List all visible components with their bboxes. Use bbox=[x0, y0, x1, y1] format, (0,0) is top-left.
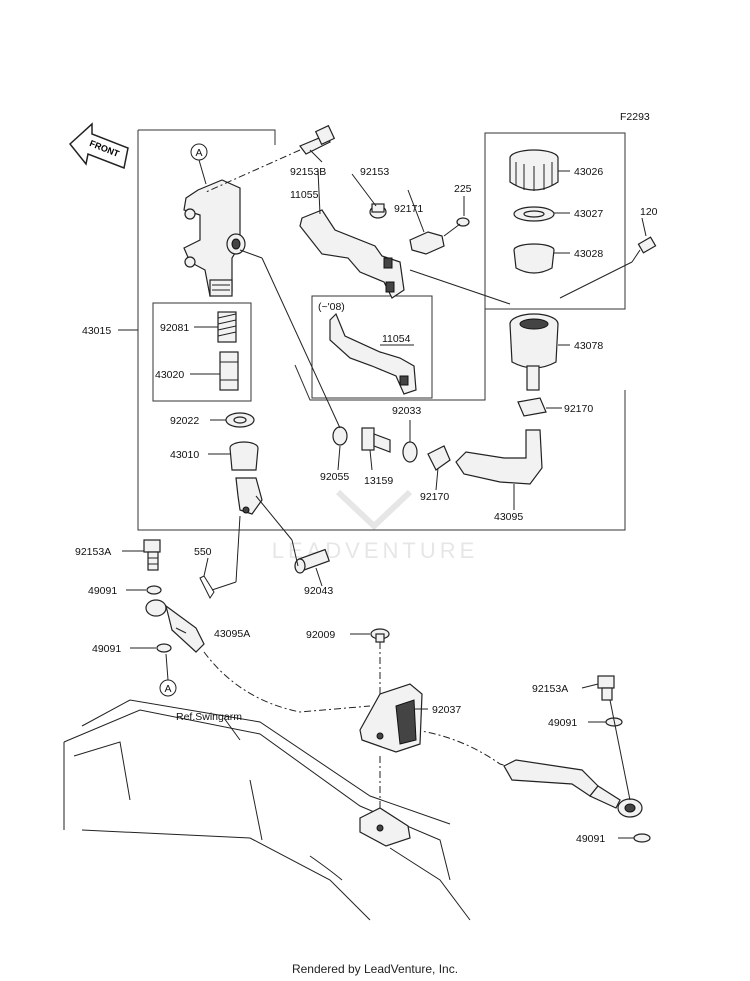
marker-a-top-label: A bbox=[195, 147, 202, 159]
washer-92022 bbox=[225, 412, 255, 428]
bolt-92153b bbox=[299, 124, 336, 155]
fitting-13159 bbox=[361, 427, 391, 453]
label-43015: 43015 bbox=[82, 325, 111, 337]
screw-225 bbox=[443, 217, 470, 237]
cotter-pin-550 bbox=[199, 575, 215, 599]
clamp-92170-lower bbox=[427, 445, 451, 471]
hose-route-right bbox=[413, 729, 521, 771]
label-49091-4: 49091 bbox=[576, 833, 605, 845]
label-43020: 43020 bbox=[155, 369, 184, 381]
reservoir-43078 bbox=[509, 313, 559, 391]
label-225: 225 bbox=[454, 183, 472, 195]
label-43028: 43028 bbox=[574, 248, 603, 260]
piston-43020 bbox=[219, 351, 239, 391]
piston-box bbox=[152, 302, 252, 402]
swingarm bbox=[63, 699, 471, 921]
label-92171: 92171 bbox=[394, 203, 423, 215]
label-43010: 43010 bbox=[170, 449, 199, 461]
reservoir-box bbox=[484, 132, 626, 310]
label-43027: 43027 bbox=[574, 208, 603, 220]
label-120: 120 bbox=[640, 206, 658, 218]
hose-route-left bbox=[203, 651, 371, 713]
bracket-11055 bbox=[299, 209, 405, 299]
master-cylinder bbox=[183, 179, 246, 297]
clamp-92170-upper bbox=[517, 397, 547, 417]
cap-43026 bbox=[509, 149, 559, 191]
label-92022: 92022 bbox=[170, 415, 199, 427]
label-43095: 43095 bbox=[494, 511, 523, 523]
clamp-92037 bbox=[359, 683, 423, 753]
label-43026: 43026 bbox=[574, 166, 603, 178]
hose-43095 bbox=[455, 429, 543, 485]
label-92153a-left: 92153A bbox=[75, 546, 111, 558]
diagram-id: F2293 bbox=[620, 111, 650, 123]
label-43095a: 43095A bbox=[214, 628, 250, 640]
label-92153b: 92153B bbox=[290, 166, 326, 178]
screw-92009 bbox=[370, 628, 390, 643]
marker-a-bottom-label: A bbox=[164, 683, 171, 695]
washer-49091-2 bbox=[156, 643, 172, 653]
plate-43027 bbox=[513, 206, 555, 222]
diaphragm-43028 bbox=[513, 243, 555, 274]
screw-120 bbox=[631, 236, 657, 263]
label-13159: 13159 bbox=[364, 475, 393, 487]
label-11054: 11054 bbox=[382, 333, 411, 345]
banjo-fitting-left bbox=[145, 599, 205, 653]
label-92153a-right: 92153A bbox=[532, 683, 568, 695]
footer-credit: Rendered by LeadVenture, Inc. bbox=[291, 962, 459, 976]
pushrod-43010 bbox=[229, 441, 263, 515]
label-49091-2: 49091 bbox=[92, 643, 121, 655]
label-49091-3: 49091 bbox=[548, 717, 577, 729]
label-550: 550 bbox=[194, 546, 212, 558]
bracket-box-left bbox=[294, 309, 486, 401]
banjo-fitting-right bbox=[617, 798, 643, 818]
label-43078: 43078 bbox=[574, 340, 603, 352]
label-ref-swingarm: Ref.Swingarm bbox=[176, 711, 242, 723]
label-11055: 11055 bbox=[290, 189, 319, 201]
label-92033: 92033 bbox=[392, 405, 421, 417]
label-92081: 92081 bbox=[160, 322, 189, 334]
part-labels: 92153B 92153 11055 92171 225 43026 43027… bbox=[75, 166, 658, 845]
label-92009: 92009 bbox=[306, 629, 335, 641]
leader-lines bbox=[118, 149, 647, 839]
label-note: (~'08) bbox=[318, 301, 345, 313]
front-arrow: FRONT bbox=[68, 122, 129, 170]
clip-92171 bbox=[409, 231, 445, 255]
label-92055: 92055 bbox=[320, 471, 349, 483]
washer-49091-1 bbox=[146, 585, 162, 595]
oring-92055 bbox=[332, 426, 348, 446]
bracket-11054 bbox=[329, 312, 417, 395]
spring-92081 bbox=[217, 311, 237, 343]
banjo-bolt-left bbox=[143, 539, 161, 571]
subbox-11054 bbox=[311, 295, 433, 399]
pin-92043 bbox=[294, 548, 330, 574]
label-92153: 92153 bbox=[360, 166, 389, 178]
banjo-bolt-right bbox=[597, 675, 615, 701]
label-92170-lower: 92170 bbox=[420, 491, 449, 503]
hose-right bbox=[503, 759, 621, 809]
label-92043: 92043 bbox=[304, 585, 333, 597]
bolt-92153 bbox=[369, 203, 387, 219]
circlip-92033 bbox=[402, 441, 418, 463]
label-92170-upper: 92170 bbox=[564, 403, 593, 415]
washer-49091-4 bbox=[633, 833, 651, 843]
label-92037: 92037 bbox=[432, 704, 461, 716]
label-49091-1: 49091 bbox=[88, 585, 117, 597]
